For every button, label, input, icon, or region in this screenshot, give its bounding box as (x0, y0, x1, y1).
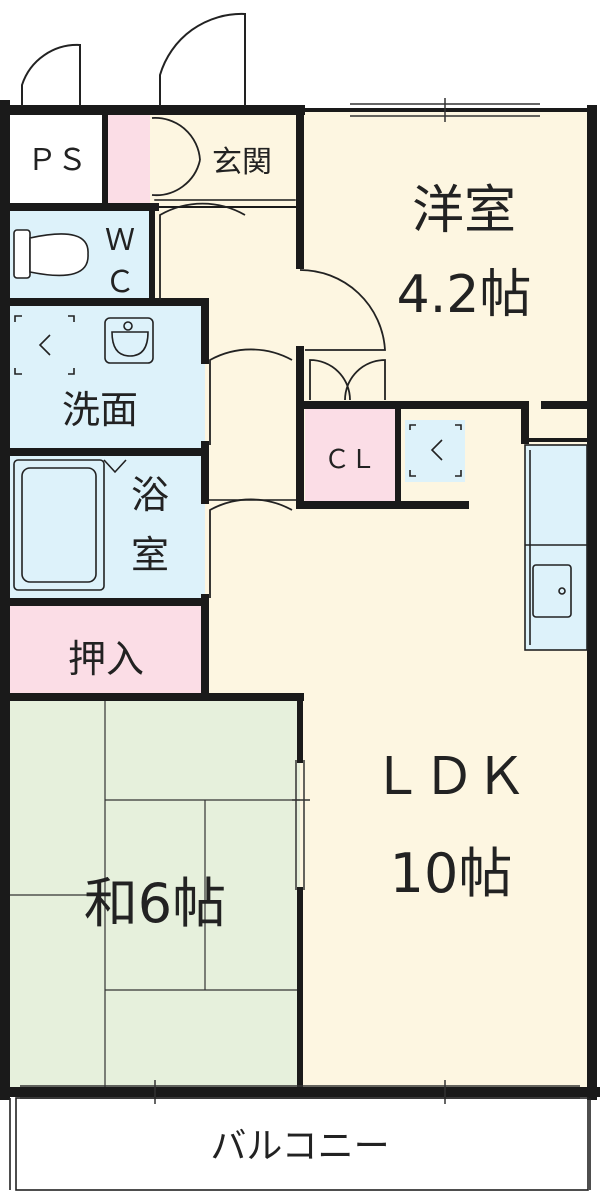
entrance-pink-floor (105, 112, 150, 207)
cl-label: ＣＬ (324, 445, 376, 475)
balcony-label: バルコニー (210, 1126, 389, 1167)
wc-label-bottom: Ｃ (105, 265, 135, 300)
ldk-name: ＬＤＫ (371, 747, 527, 807)
ps-floor (10, 112, 105, 207)
cl-floor (305, 407, 395, 502)
japanese-room-label: 和6帖 (84, 872, 226, 935)
door-swings (151, 117, 386, 598)
ps-label: ＰＳ (27, 143, 87, 178)
washer-space (14, 315, 75, 375)
entrance-label: 玄関 (212, 145, 272, 180)
oshiire-label: 押入 (68, 637, 144, 681)
wc-label-top: Ｗ (105, 223, 135, 258)
bath-label-bottom: 室 (131, 533, 169, 577)
washroom-floor (10, 302, 205, 452)
washroom-label: 洗面 (62, 388, 138, 432)
walls (0, 100, 600, 1100)
western-room-floor (300, 112, 590, 407)
bathtub (13, 459, 127, 591)
entrance-doors (21, 12, 246, 106)
bath-label-top: 浴 (131, 473, 169, 517)
ldk-size: 10帖 (390, 842, 513, 905)
ldk-lower-left-floor (200, 505, 305, 705)
fridge-marks (409, 424, 462, 477)
balcony-outline (9, 1097, 591, 1191)
fridge-space (405, 420, 465, 482)
kitchen-counter (524, 444, 588, 651)
tatami-lines (10, 697, 300, 1092)
washbasin (104, 317, 154, 364)
western-room-name: 洋室 (412, 181, 516, 241)
western-room-size: 4.2帖 (397, 265, 532, 325)
oshiire-floor (10, 602, 205, 697)
toilet (13, 229, 89, 279)
